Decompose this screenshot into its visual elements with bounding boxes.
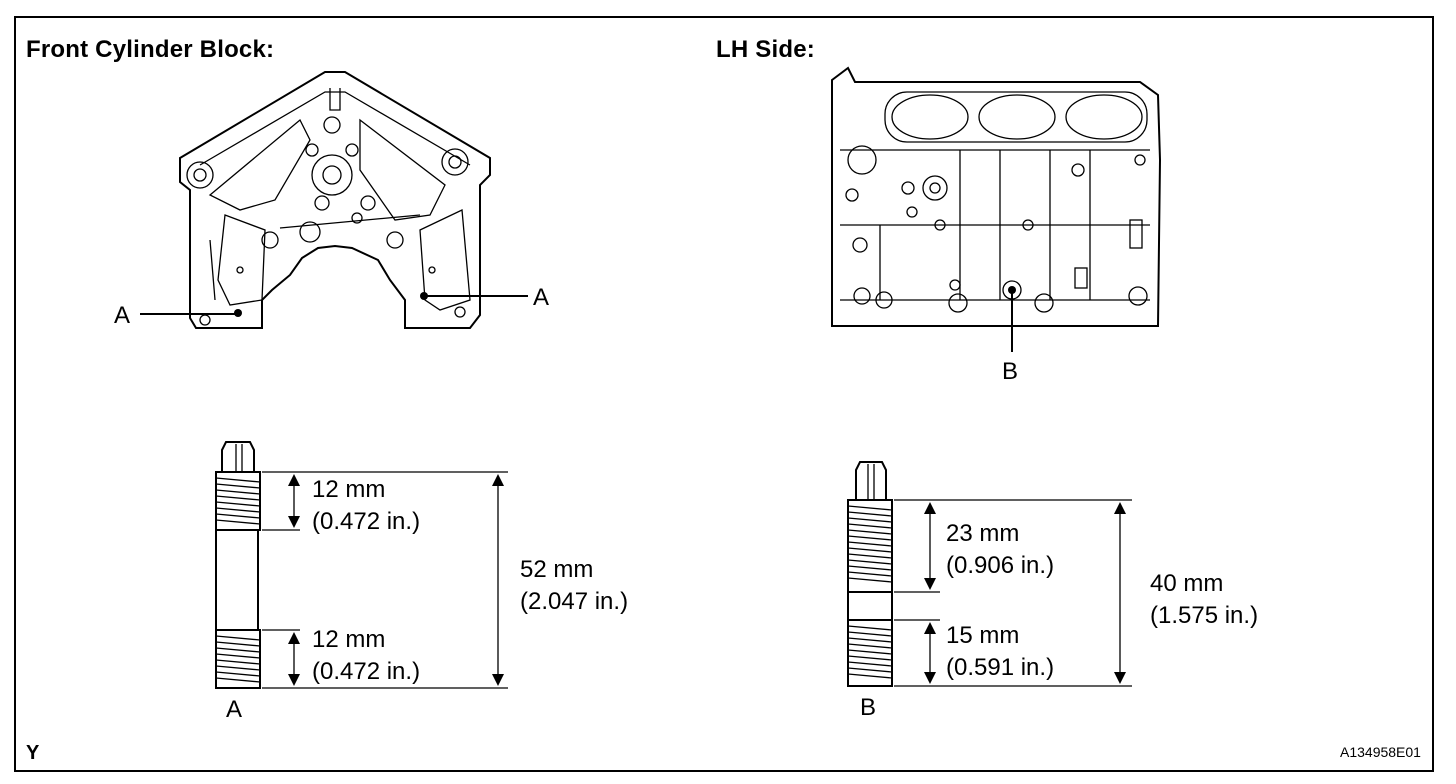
- stud-bolt-a-illustration: [215, 441, 261, 689]
- stud-a-total-mm: 52 mm: [520, 556, 594, 583]
- front-cylinder-block-illustration: [179, 71, 491, 329]
- label-stud-b: B: [860, 694, 877, 721]
- stud-b-top-in: (0.906 in.): [946, 552, 1055, 579]
- stud-a-bottom-mm: 12 mm: [312, 626, 386, 653]
- lh-side-block-illustration: [831, 66, 1162, 327]
- stud-a-bottom-length: 12 mm (0.472 in.): [312, 624, 420, 688]
- stud-bolt-b-illustration: [847, 461, 893, 687]
- stud-b-total-in: (1.575 in.): [1150, 602, 1259, 629]
- stud-b-bottom-mm: 15 mm: [946, 622, 1020, 649]
- stud-a-thread-bottom: [215, 635, 261, 683]
- stud-b-top-length: 23 mm (0.906 in.): [946, 518, 1054, 582]
- label-stud-a: A: [226, 696, 243, 723]
- stud-b-total-length: 40 mm (1.575 in.): [1150, 568, 1258, 632]
- stud-a-dimensions: [262, 471, 508, 689]
- stud-b-bottom-in: (0.591 in.): [946, 654, 1055, 681]
- stud-b-top-mm: 23 mm: [946, 520, 1020, 547]
- stud-b-total-mm: 40 mm: [1150, 570, 1224, 597]
- figure-code: A134958E01: [1340, 744, 1421, 760]
- stud-a-total-length: 52 mm (2.047 in.): [520, 554, 628, 618]
- lh-side-heading: LH Side:: [716, 36, 815, 63]
- figure-frame: [14, 16, 1434, 772]
- label-b-block: B: [1002, 358, 1019, 385]
- front-cylinder-block-heading: Front Cylinder Block:: [26, 36, 275, 63]
- stud-a-bottom-in: (0.472 in.): [312, 658, 421, 685]
- stud-b-dimensions: [894, 499, 1132, 687]
- stud-b-bottom-length: 15 mm (0.591 in.): [946, 620, 1054, 684]
- stud-a-total-in: (2.047 in.): [520, 588, 629, 615]
- label-a-left: A: [114, 302, 131, 329]
- corner-mark: Y: [26, 742, 40, 764]
- stud-a-top-length: 12 mm (0.472 in.): [312, 474, 420, 538]
- stud-b-thread-top: [847, 505, 893, 583]
- stud-a-top-in: (0.472 in.): [312, 508, 421, 535]
- stud-a-top-mm: 12 mm: [312, 476, 386, 503]
- stud-a-thread-top: [215, 477, 261, 525]
- stud-b-thread-bottom: [847, 625, 893, 679]
- label-a-right: A: [533, 284, 550, 311]
